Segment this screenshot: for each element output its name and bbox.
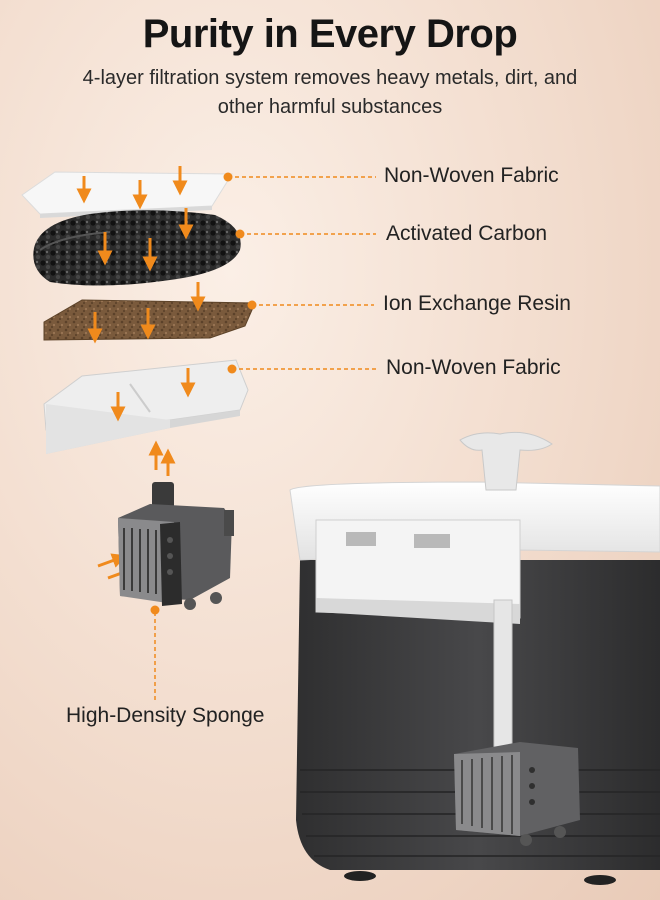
leader-lines [228,176,376,370]
sponge-grille [123,528,157,594]
leader-dot-icon [235,229,245,239]
label-activated-carbon: Activated Carbon [386,222,548,245]
leader-dot-icon [150,605,160,615]
label-non-woven-fabric-bottom: Non-Woven Fabric [386,356,561,379]
pump-with-sponge [118,482,234,610]
label-non-woven-fabric-top: Non-Woven Fabric [384,164,559,187]
page-title: Purity in Every Drop [142,12,518,56]
fabric-tray [43,359,249,454]
leader-dots [150,172,257,615]
flow-arrows [76,166,206,582]
leader-dot-icon [223,172,233,182]
leader-dot-icon [227,364,237,374]
arrow-in-icon [97,553,128,568]
label-high-density-sponge: High-Density Sponge [66,704,265,727]
fountain-body [289,431,660,885]
page-subtitle: 4-layer filtration system removes heavy … [82,67,578,118]
leader-dot-icon [247,300,257,310]
label-ion-exchange-resin: Ion Exchange Resin [383,292,571,315]
carbon-layer [33,210,241,286]
